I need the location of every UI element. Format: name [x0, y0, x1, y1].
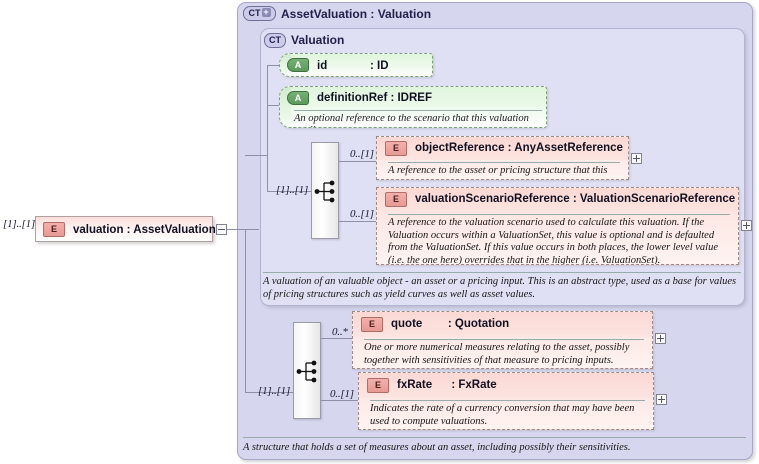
complextype-assetvaluation-description: A structure that holds a set of measures…	[243, 442, 631, 453]
sequence-upper-box[interactable]	[311, 142, 339, 239]
element-valuationscenarioreference-expand-toggle[interactable]	[741, 220, 752, 231]
element-valuationscenarioreference-name: valuationScenarioReference : ValuationSc…	[415, 193, 736, 205]
connector-seq-lower-to-fxrate	[321, 400, 360, 401]
inner-description-divider	[263, 272, 741, 273]
complextype-valuation-badge[interactable]: CT	[264, 33, 286, 48]
element-fxrate-description: Indicates the rate of a currency convers…	[370, 403, 635, 427]
connector-to-upper-seq	[267, 191, 311, 192]
element-objectreference-expand-toggle[interactable]	[631, 153, 642, 164]
element-quote-divider	[364, 339, 644, 340]
element-quote-description: One or more numerical measures relating …	[364, 342, 630, 366]
element-badge-root: E	[43, 222, 65, 237]
attribute-definitionref-name: definitionRef : IDREF	[317, 92, 432, 104]
element-objectreference-header	[377, 137, 628, 160]
root-element-label: valuation : AssetValuation	[73, 224, 216, 236]
attribute-id-type: : ID	[370, 60, 389, 72]
attribute-definitionref-box[interactable]: A definitionRef : IDREF An optional refe…	[279, 86, 547, 128]
element-badge-fxrate: E	[367, 378, 389, 393]
attribute-badge-id: A	[287, 58, 309, 72]
complextype-valuation-description: A valuation of an valuable object - an a…	[263, 276, 737, 300]
outer-description-divider	[243, 437, 746, 438]
plus-icon-v	[660, 335, 661, 342]
element-quote-expand-toggle[interactable]	[655, 333, 666, 344]
element-objectreference-divider	[388, 162, 620, 163]
connector-spine-to-inner	[245, 155, 267, 156]
element-valuationscenarioreference-divider	[388, 214, 730, 215]
connector-spine-main	[245, 229, 246, 392]
minus-icon	[218, 229, 225, 230]
complextype-assetvaluation-title: AssetValuation : Valuation	[281, 7, 432, 21]
element-fxrate-name: fxRate : FxRate	[397, 379, 497, 391]
sequence-lower-cardinality: [1]..[1]	[258, 385, 291, 397]
element-fxrate-box[interactable]: E fxRate : FxRate Indicates the rate of …	[358, 372, 654, 430]
connector-seq-lower-to-quote	[321, 338, 360, 339]
root-element-box[interactable]: E valuation : AssetValuation	[35, 216, 216, 242]
element-quote-name: quote : Quotation	[391, 318, 510, 330]
sequence-icon	[296, 360, 317, 383]
plus-icon-v	[661, 396, 662, 403]
complextype-assetvaluation-badge[interactable]: CT+	[243, 6, 276, 21]
connector-seq-upper-to-valuationscenarioref	[339, 221, 376, 222]
ct-badge-text-inner: CT	[269, 35, 281, 45]
element-fxrate-cardinality: 0..[1]	[330, 388, 354, 400]
element-quote-header	[353, 312, 652, 337]
element-valuationscenarioreference-description: A reference to the valuation scenario us…	[388, 217, 719, 265]
element-valuationscenarioreference-cardinality: 0..[1]	[350, 208, 374, 220]
element-badge-quote: E	[361, 317, 383, 332]
element-objectreference-cardinality: 0..[1]	[350, 148, 374, 160]
connector-to-id-attr	[267, 65, 279, 66]
attribute-id-box[interactable]: A id : ID	[279, 53, 433, 77]
element-quote-cardinality: 0..*	[332, 326, 348, 338]
element-fxrate-header	[359, 373, 653, 398]
attribute-badge-definitionref: A	[287, 91, 309, 105]
element-valuationscenarioreference-box[interactable]: E valuationScenarioReference : Valuation…	[376, 187, 739, 265]
attribute-definitionref-divider	[294, 110, 542, 111]
connector-seq-upper-to-objectreference	[339, 161, 376, 162]
element-quote-box[interactable]: E quote : Quotation One or more numerica…	[352, 311, 653, 369]
element-badge-objectreference: E	[385, 141, 407, 156]
root-collapse-toggle[interactable]	[216, 224, 227, 235]
element-fxrate-expand-toggle[interactable]	[656, 394, 667, 405]
element-objectreference-box[interactable]: E objectReference : AnyAssetReference A …	[376, 136, 629, 180]
sequence-lower-box[interactable]	[293, 322, 321, 419]
connector-inner-spine	[267, 65, 268, 191]
sequence-icon	[314, 180, 335, 203]
element-badge-valuationscenarioreference: E	[385, 192, 407, 207]
expand-plus-icon[interactable]: +	[261, 7, 271, 17]
element-objectreference-description: A reference to the asset or pricing stru…	[388, 165, 608, 179]
connector-spine-to-lower-seq	[245, 392, 293, 393]
ct-badge-text: CT	[248, 8, 261, 18]
plus-icon-v	[746, 222, 747, 229]
attribute-definitionref-description: An optional reference to the scenario th…	[294, 113, 529, 127]
element-objectreference-name: objectReference : AnyAssetReference	[415, 142, 623, 154]
connector-root-to-type	[227, 229, 259, 230]
attribute-id-name: id	[317, 60, 328, 72]
root-element-cardinality: [1]..[1]	[3, 218, 36, 230]
complextype-valuation-title: Valuation	[291, 33, 345, 47]
sequence-upper-cardinality: [1]..[1]	[276, 184, 309, 196]
connector-to-definitionref-attr	[267, 105, 279, 106]
element-fxrate-divider	[370, 400, 645, 401]
element-valuationscenarioreference-header	[377, 188, 738, 212]
plus-icon-v	[636, 155, 637, 162]
